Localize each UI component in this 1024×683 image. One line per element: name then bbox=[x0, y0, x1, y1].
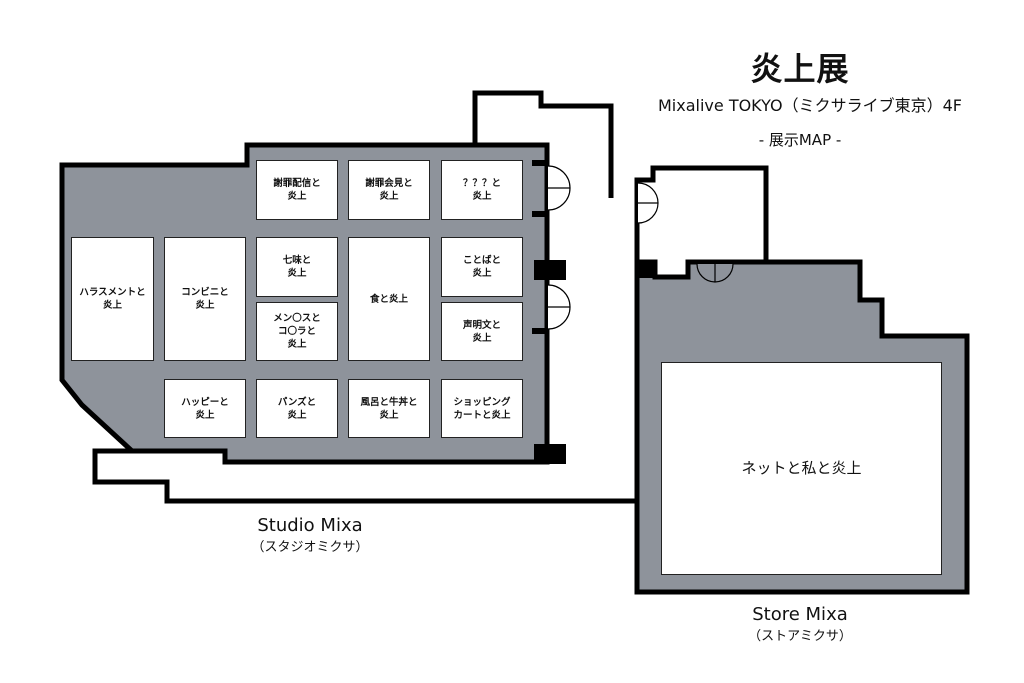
booth-harassment[interactable]: ハラスメントと 炎上 bbox=[71, 237, 154, 361]
corridor-wall bbox=[472, 90, 614, 198]
booth-happy[interactable]: ハッピーと 炎上 bbox=[164, 379, 246, 438]
booth-net[interactable]: ネットと私と炎上 bbox=[661, 362, 942, 575]
booth-shazai-kaiken[interactable]: 謝罪会見と 炎上 bbox=[348, 160, 430, 220]
lobby-door-icon bbox=[637, 182, 659, 224]
booth-mentos-cola[interactable]: メン〇スと コ〇ラと 炎上 bbox=[256, 302, 338, 361]
booth-konbini[interactable]: コンビニと 炎上 bbox=[164, 237, 246, 361]
studio-door-icon-2 bbox=[547, 284, 571, 330]
studio-mixa-kana: （スタジオミクサ） bbox=[251, 540, 369, 555]
booth-seimeibun[interactable]: 声明文と 炎上 bbox=[441, 302, 523, 361]
booth-food[interactable]: 食と炎上 bbox=[348, 237, 430, 361]
studio-door-icon bbox=[547, 165, 571, 211]
store-mixa-label: Store Mixa （ストアミクサ） bbox=[710, 604, 890, 644]
store-door-icon bbox=[696, 263, 734, 283]
venue-label: Mixalive TOKYO（ミクサライブ東京）4F bbox=[658, 96, 962, 115]
booth-unknown[interactable]: ？？？と 炎上 bbox=[441, 160, 523, 220]
booth-kotoba[interactable]: ことばと 炎上 bbox=[441, 237, 523, 297]
page-title: 炎上展 bbox=[750, 50, 850, 88]
booth-shopping-cart[interactable]: ショッピング カートと炎上 bbox=[441, 379, 523, 438]
store-mixa-name: Store Mixa bbox=[752, 604, 848, 625]
store-mixa-kana: （ストアミクサ） bbox=[748, 629, 852, 644]
studio-mixa-label: Studio Mixa （スタジオミクサ） bbox=[220, 515, 400, 555]
studio-mixa-name: Studio Mixa bbox=[257, 515, 363, 536]
lobby-wall bbox=[634, 165, 769, 262]
booth-shazai-haishin[interactable]: 謝罪配信と 炎上 bbox=[256, 160, 338, 220]
lower-corridor-wall bbox=[92, 448, 637, 504]
map-label: - 展示MAP - bbox=[758, 131, 842, 149]
booth-pants[interactable]: パンズと 炎上 bbox=[256, 379, 338, 438]
booth-shichimi[interactable]: 七味と 炎上 bbox=[256, 237, 338, 297]
booth-furo-gyudon[interactable]: 風呂と牛丼と 炎上 bbox=[348, 379, 430, 438]
